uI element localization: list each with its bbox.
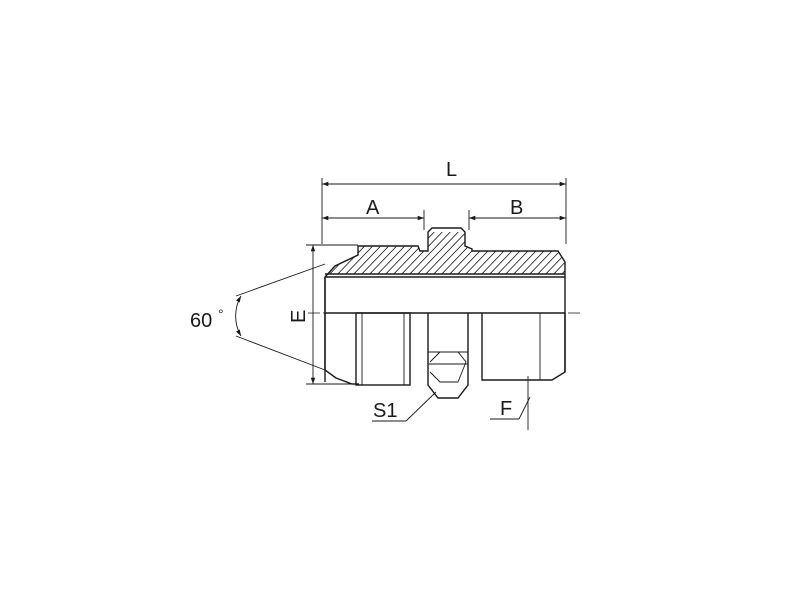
- hatch-line: [499, 232, 553, 277]
- hatch-line: [604, 226, 656, 280]
- hatch-line: [427, 232, 481, 277]
- hatch-line: [563, 232, 565, 277]
- hatch-line: [539, 232, 565, 277]
- hatch-line: [347, 232, 401, 277]
- label-e: E: [288, 310, 310, 323]
- hatch-line: [475, 232, 529, 277]
- dimension-e: E: [288, 244, 358, 385]
- hatch-line: [325, 232, 361, 277]
- hatch-line: [411, 232, 465, 277]
- hatch-line: [435, 232, 489, 277]
- hatch-line: [580, 226, 632, 280]
- hatch-line: [387, 232, 441, 277]
- dimension-l: L: [321, 159, 567, 244]
- s1-leader: S1: [372, 391, 437, 422]
- label-degree: °: [218, 306, 224, 322]
- hatch-line: [451, 232, 505, 277]
- label-s1: S1: [373, 400, 397, 422]
- f-leader: F: [490, 376, 531, 430]
- label-angle: 60: [190, 310, 212, 332]
- hatch-line: [596, 226, 648, 280]
- label-a: A: [366, 197, 380, 219]
- hatch-line: [467, 232, 521, 277]
- section-hatching: [325, 226, 664, 280]
- hatch-line: [515, 232, 565, 277]
- label-f: F: [500, 398, 512, 420]
- hatch-line: [588, 226, 640, 280]
- hatch-line: [325, 232, 377, 277]
- hatch-line: [523, 232, 565, 277]
- flare-angle-dimension: 60 °: [190, 263, 326, 371]
- hatch-line: [395, 232, 449, 277]
- label-b: B: [510, 197, 523, 219]
- hatch-line: [612, 226, 664, 280]
- dimension-a: A: [322, 197, 425, 230]
- hatch-line: [507, 232, 561, 277]
- hatch-line: [555, 232, 565, 277]
- hatch-line: [572, 226, 624, 280]
- hatch-line: [325, 232, 369, 277]
- hatch-line: [459, 232, 513, 277]
- hatch-line: [403, 232, 457, 277]
- hatch-line: [483, 232, 537, 277]
- dimension-b: B: [468, 197, 566, 230]
- hatch-line: [325, 232, 353, 277]
- hatch-line: [355, 232, 409, 277]
- hatch-line: [419, 232, 473, 277]
- hatch-line: [443, 232, 497, 277]
- label-l: L: [446, 159, 457, 181]
- hatch-line: [363, 232, 417, 277]
- hatch-line: [531, 232, 565, 277]
- hatch-line: [339, 232, 393, 277]
- hatch-line: [379, 232, 433, 277]
- hatch-line: [491, 232, 545, 277]
- hatch-line: [547, 232, 565, 277]
- hatch-line: [371, 232, 425, 277]
